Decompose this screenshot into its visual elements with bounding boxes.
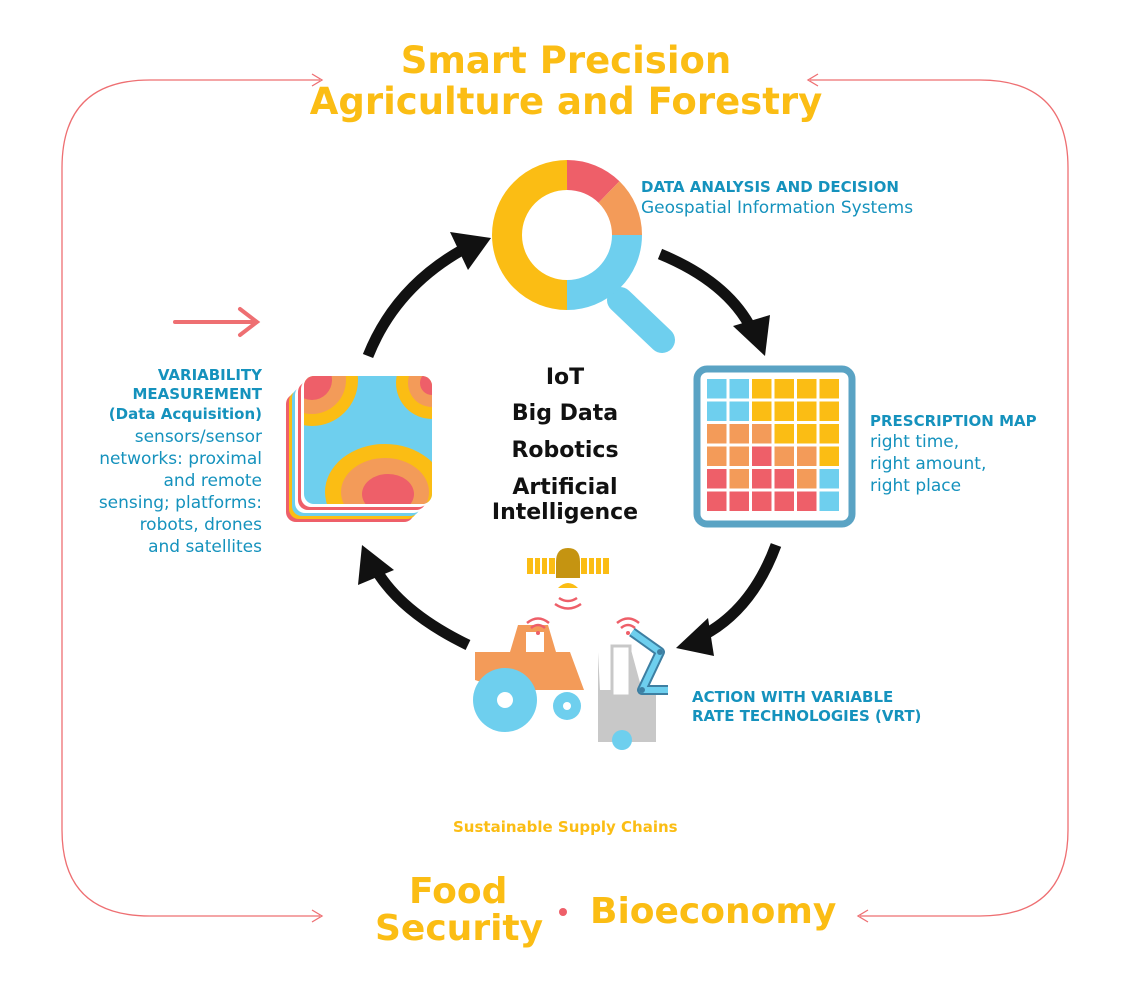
- grid-map-icon: [693, 365, 856, 528]
- grid-map-cell: [774, 469, 794, 489]
- prescription-map-line: right amount,: [870, 454, 987, 474]
- grid-map-cell: [729, 424, 749, 444]
- grid-map-cell: [797, 491, 817, 511]
- variability-heading-line2: MEASUREMENT: [132, 385, 262, 403]
- prescription-map-heading: PRESCRIPTION MAP: [870, 412, 1037, 430]
- magnifier-chart-icon: [492, 159, 675, 353]
- center-term-artificial: Artificial: [512, 475, 618, 500]
- grid-map-cell: [707, 491, 727, 511]
- wifi-icon: [616, 617, 640, 635]
- grid-map-cell: [707, 469, 727, 489]
- separator-dot: [559, 908, 567, 916]
- grid-map-cell: [752, 424, 772, 444]
- cycle-arrow-top-right: [657, 248, 770, 356]
- center-term-iot: IoT: [545, 365, 585, 390]
- food-security-line2: Security: [375, 908, 544, 949]
- grid-map-cell: [707, 424, 727, 444]
- grid-map-cell: [729, 491, 749, 511]
- grid-map-cell: [752, 401, 772, 421]
- red-arrow-icon: [173, 307, 261, 337]
- robot-arm-icon: [598, 627, 668, 750]
- outer-frame: [61, 73, 1069, 923]
- grid-map-cell: [819, 379, 839, 399]
- tractor-icon: [473, 625, 584, 732]
- bioeconomy-label: Bioeconomy: [590, 891, 837, 932]
- variability-line: robots, drones: [139, 515, 262, 535]
- action-heading-line2: RATE TECHNOLOGIES (VRT): [692, 707, 922, 725]
- grid-map-cell: [819, 424, 839, 444]
- cycle-arrow-bottom-left: [358, 545, 471, 650]
- variability-heading-line3: (Data Acquisition): [108, 405, 262, 423]
- grid-map-cell: [729, 446, 749, 466]
- grid-map-cell: [774, 379, 794, 399]
- data-analysis-subtitle: Geospatial Information Systems: [641, 198, 914, 218]
- prescription-map-line: right place: [870, 476, 962, 496]
- grid-map-cell: [707, 379, 727, 399]
- grid-map-cell: [752, 469, 772, 489]
- grid-map-cell: [752, 379, 772, 399]
- grid-map-cell: [707, 446, 727, 466]
- heatmap-layers-icon: [286, 376, 432, 522]
- grid-map-cell: [729, 401, 749, 421]
- grid-map-cell: [819, 469, 839, 489]
- cycle-arrow-top-left: [362, 232, 491, 359]
- grid-map-cell: [774, 424, 794, 444]
- variability-line: and satellites: [148, 537, 262, 557]
- grid-map-cell: [729, 379, 749, 399]
- center-term-robotics: Robotics: [511, 438, 619, 463]
- prescription-map-line: right time,: [870, 432, 960, 452]
- grid-map-cell: [774, 491, 794, 511]
- grid-map-cell: [774, 446, 794, 466]
- variability-line: sensors/sensor: [134, 427, 262, 447]
- grid-map-cell: [797, 379, 817, 399]
- grid-map-cell: [752, 491, 772, 511]
- grid-map-cell: [819, 401, 839, 421]
- variability-line: networks: proximal: [99, 449, 262, 469]
- variability-line: sensing; platforms:: [98, 493, 262, 513]
- wifi-icon: [526, 617, 550, 635]
- grid-map-cell: [819, 491, 839, 511]
- grid-map-cell: [797, 401, 817, 421]
- grid-map-cell: [797, 424, 817, 444]
- grid-map-cell: [797, 469, 817, 489]
- satellite-icon: [527, 548, 609, 610]
- variability-heading-line1: VARIABILITY: [157, 366, 262, 384]
- grid-map-cell: [752, 446, 772, 466]
- data-analysis-heading: DATA ANALYSIS AND DECISION: [641, 178, 899, 196]
- food-security-line1: Food: [409, 871, 508, 912]
- grid-map-cell: [797, 446, 817, 466]
- action-heading-line1: ACTION WITH VARIABLE: [692, 688, 894, 706]
- supply-chain-label: Sustainable Supply Chains: [453, 818, 678, 836]
- grid-map-cell: [729, 469, 749, 489]
- diagram-title-line1: Smart Precision: [400, 39, 732, 82]
- grid-map-cell: [819, 446, 839, 466]
- grid-map-cell: [774, 401, 794, 421]
- center-term-big-data: Big Data: [511, 401, 619, 426]
- cycle-arrow-bottom-right: [676, 543, 782, 656]
- variability-line: and remote: [163, 471, 262, 491]
- grid-map-cell: [707, 401, 727, 421]
- center-term-intelligence: Intelligence: [491, 500, 639, 525]
- diagram-title-line2: Agriculture and Forestry: [309, 80, 823, 123]
